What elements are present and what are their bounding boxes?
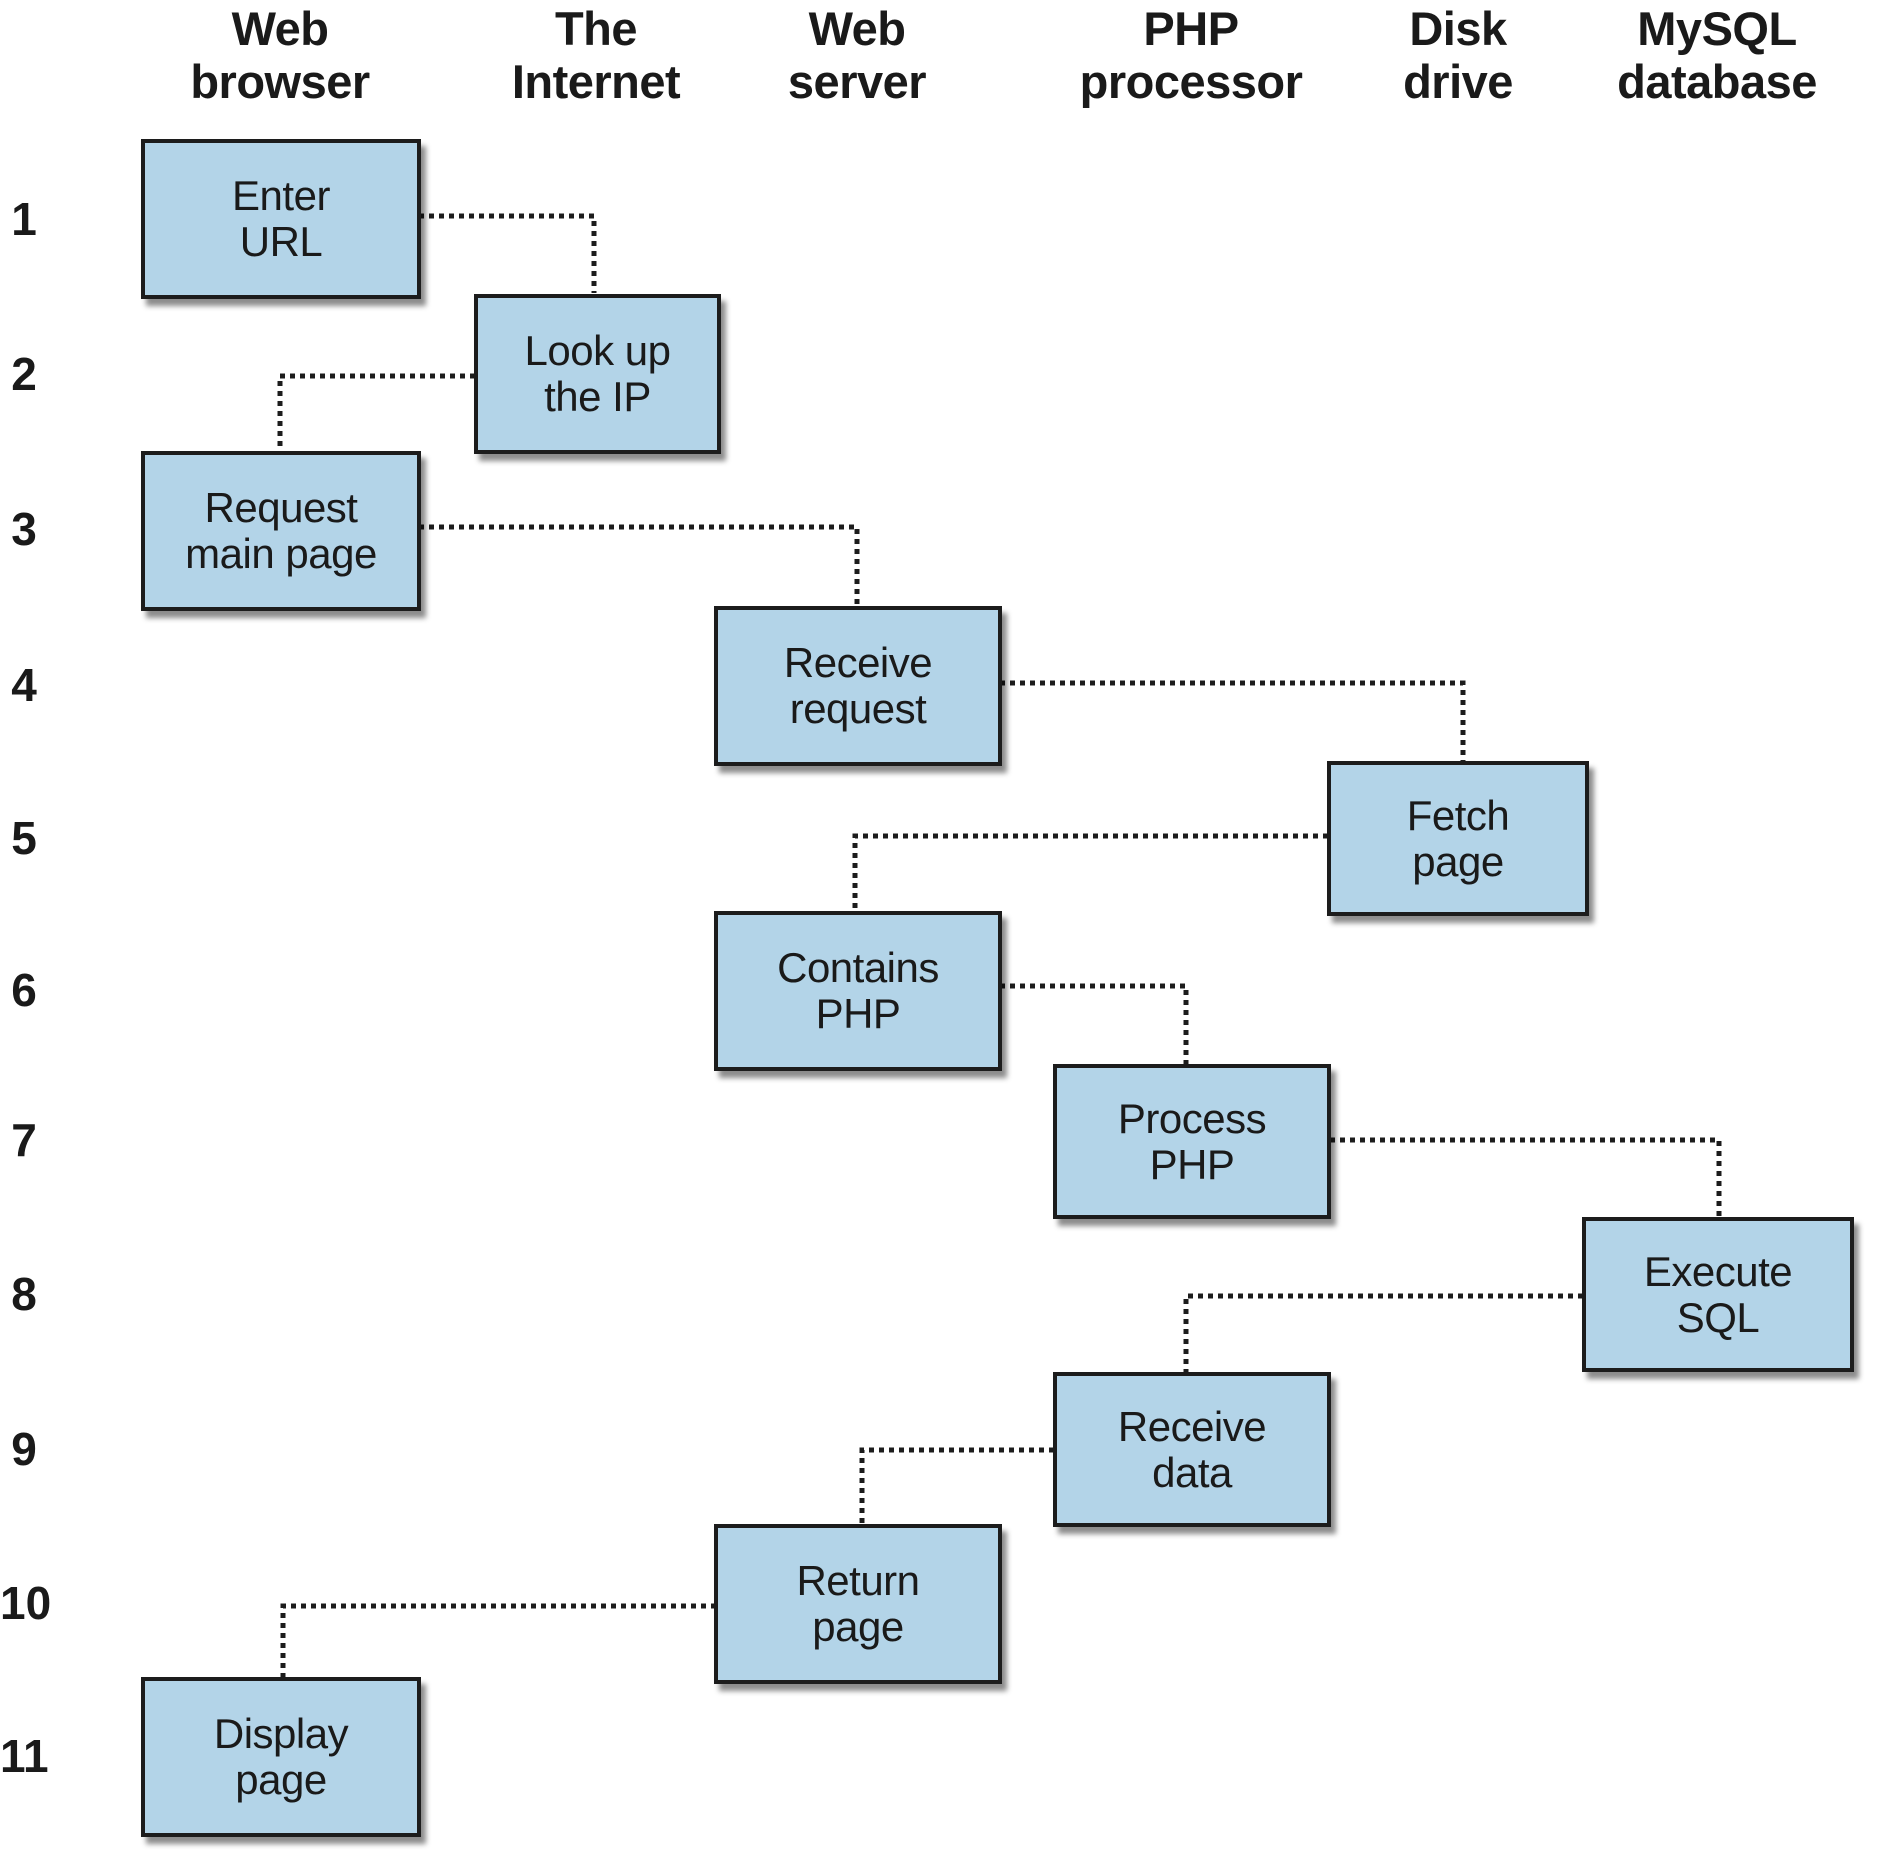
row-number-8: 8 (11, 1268, 37, 1320)
step-return-page: Return page (714, 1524, 1002, 1684)
step-label-line: Display (213, 1710, 349, 1757)
column-header-web-server: Web server (737, 2, 977, 108)
step-label-line: PHP (1149, 1140, 1235, 1188)
connector-6-7 (1000, 983, 1189, 1065)
step-receive-data: Receive data (1053, 1372, 1331, 1527)
connector-3-4 (419, 524, 860, 606)
step-label-line: SQL (1676, 1293, 1760, 1341)
column-header-line: MySQL (1637, 2, 1797, 55)
step-request-main-page: Request main page (141, 451, 421, 611)
column-header-line: browser (190, 55, 370, 108)
step-enter-url: Enter URL (141, 139, 421, 299)
step-label-line: page (812, 1603, 904, 1650)
column-header-disk-drive: Disk drive (1338, 2, 1578, 108)
row-number-7: 7 (11, 1114, 37, 1166)
connector-4-5 (1000, 680, 1466, 762)
column-header-line: PHP (1143, 2, 1239, 55)
row-number-3: 3 (11, 503, 37, 555)
column-header-line: database (1617, 55, 1817, 108)
step-label-line: Look up (524, 327, 671, 374)
row-number-11: 11 (0, 1730, 49, 1782)
column-header-web-browser: Web browser (160, 2, 400, 108)
step-label-line: Enter (232, 172, 330, 219)
step-label-line: Fetch (1406, 791, 1510, 839)
step-label-line: Receive (783, 639, 933, 686)
column-header-the-internet: The Internet (476, 2, 716, 108)
connector-7-8 (1330, 1137, 1722, 1218)
step-fetch-page: Fetch page (1327, 761, 1589, 916)
connector-9-10 (859, 1447, 1054, 1525)
row-number-10: 10 (0, 1577, 52, 1629)
step-label-line: main page (185, 530, 377, 577)
step-label-line: request (789, 685, 927, 732)
column-header-line: processor (1079, 55, 1303, 108)
row-number-6: 6 (11, 964, 37, 1016)
step-label-line: data (1152, 1448, 1232, 1496)
step-execute-sql: Execute SQL (1582, 1217, 1854, 1372)
step-label-line: Receive (1117, 1402, 1267, 1450)
step-label-line: page (1412, 837, 1504, 885)
step-label-line: Process (1117, 1094, 1267, 1142)
step-label-line: Return (796, 1557, 920, 1604)
column-header-line: Internet (511, 55, 681, 108)
step-label-line: Execute (1643, 1247, 1793, 1295)
connector-2-3 (277, 373, 475, 451)
connector-1-2 (419, 213, 597, 293)
row-number-9: 9 (11, 1423, 37, 1475)
connector-5-6 (852, 833, 1328, 912)
step-label-line: the IP (544, 373, 651, 420)
step-look-up-ip: Look up the IP (474, 294, 721, 454)
step-label-line: URL (239, 218, 323, 265)
step-label-line: page (235, 1756, 327, 1803)
column-header-line: server (787, 55, 927, 108)
column-header-line: Web (231, 2, 329, 55)
column-header-line: The (554, 2, 638, 55)
step-label-line: PHP (815, 990, 901, 1037)
step-display-page: Display page (141, 1677, 421, 1837)
column-header-php-processor: PHP processor (1071, 2, 1311, 108)
column-header-mysql-database: MySQL database (1597, 2, 1837, 108)
step-process-php: Process PHP (1053, 1064, 1331, 1219)
column-header-line: drive (1403, 55, 1513, 108)
column-header-line: Web (808, 2, 906, 55)
row-number-4: 4 (11, 659, 37, 711)
column-header-line: Disk (1409, 2, 1507, 55)
connector-10-11 (280, 1603, 716, 1678)
connector-8-9 (1183, 1293, 1583, 1373)
step-contains-php: Contains PHP (714, 911, 1002, 1071)
row-number-2: 2 (11, 348, 37, 400)
row-number-1: 1 (11, 193, 37, 245)
step-label-line: Request (204, 484, 358, 531)
row-number-5: 5 (11, 812, 37, 864)
step-receive-request: Receive request (714, 606, 1002, 766)
step-label-line: Contains (777, 944, 939, 991)
